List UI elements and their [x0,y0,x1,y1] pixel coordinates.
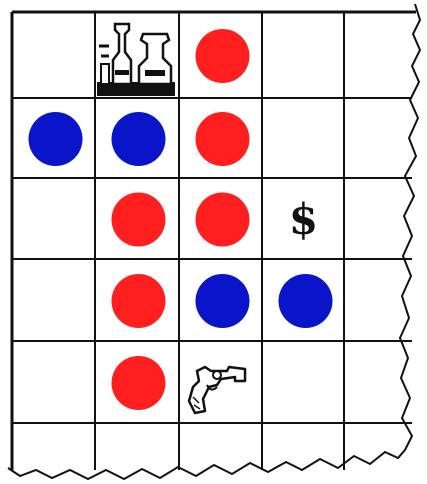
board-cell-r1-c3[interactable] [262,98,345,178]
board-cell-r5-c1[interactable] [95,423,178,463]
board-cell-r0-c0[interactable] [12,12,95,98]
blue-piece[interactable] [279,274,333,328]
red-piece[interactable] [112,274,166,328]
board-cell-r5-c2[interactable] [179,423,262,463]
red-piece[interactable] [196,193,250,247]
red-piece[interactable] [112,356,166,410]
blue-piece[interactable] [112,112,166,166]
red-piece[interactable] [112,193,166,247]
board-cell-r4-c4[interactable] [344,341,427,423]
board-cell-r2-c4[interactable] [344,178,427,259]
dollar-sign-text: $ [289,195,318,244]
board-cell-r5-c0[interactable] [12,423,95,463]
red-piece[interactable] [196,112,250,166]
board-cell-r4-c0[interactable] [12,341,95,423]
blue-piece[interactable] [29,112,83,166]
board-cell-r3-c4[interactable] [344,259,427,341]
blue-piece[interactable] [196,274,250,328]
board-cell-r4-c3[interactable] [262,341,345,423]
red-piece[interactable] [196,29,250,83]
board-cell-r2-c0[interactable] [12,178,95,259]
board-cell-r0-c4[interactable] [344,12,427,98]
board-cell-r3-c0[interactable] [12,259,95,341]
board-cell-r5-c3[interactable] [262,423,345,463]
dollar-sign-icon: $ [289,195,318,244]
board-cell-r0-c3[interactable] [262,12,345,98]
